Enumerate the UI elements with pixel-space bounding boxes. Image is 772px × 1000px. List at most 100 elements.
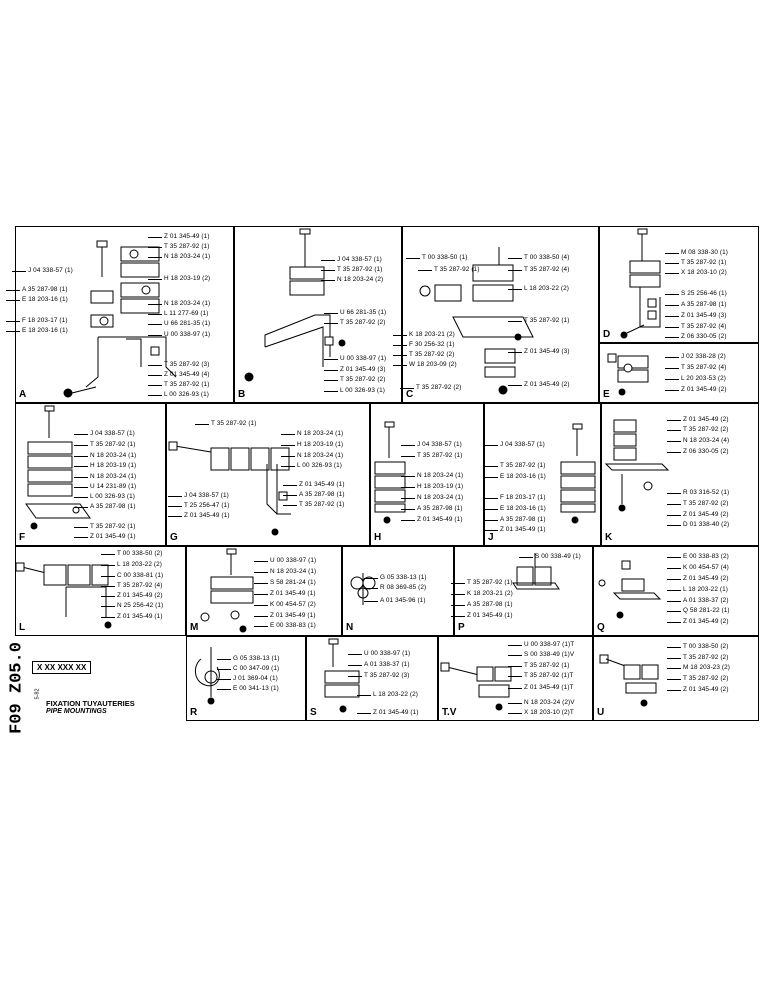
panel-q: Q (593, 546, 759, 636)
panel-letter: B (238, 389, 246, 400)
part-label: K 00 454-57 (2) (254, 601, 316, 608)
stud-clamp-drawing-s (324, 638, 360, 713)
clamp-with-nuts-drawing-m (200, 548, 254, 633)
horizontal-clamp-bracket-drawing-g (168, 441, 291, 536)
part-label: A 35 287-98 (1) (283, 491, 345, 498)
part-label: Z 01 345-49 (1) (74, 533, 136, 540)
panel-f: F (15, 403, 166, 546)
part-label: E 00 341-13 (1) (217, 685, 279, 692)
part-label: H 18 203-19 (1) (280, 441, 344, 448)
part-label: L 18 203-22 (1) (667, 586, 728, 593)
part-label: Z 01 345-49 (2) (667, 511, 729, 518)
part-label: T 35 287-92 (1) (664, 259, 727, 266)
part-label: T 35 287-92 (1) (282, 501, 345, 508)
panel-letter: J (488, 532, 494, 543)
part-label: C 00 338-81 (1) (100, 572, 164, 579)
panel-j: J (484, 403, 601, 546)
panel-p: P (454, 546, 593, 636)
panel-letter: S (310, 707, 317, 718)
part-label: Z 06 330-05 (2) (667, 448, 729, 455)
part-label: N 25 256-42 (1) (100, 602, 164, 609)
part-label: Z 01 345-49 (2) (667, 575, 729, 582)
part-label: Z 01 345-49 (3) (508, 348, 570, 355)
part-label: Z 01 345-49 (2) (667, 618, 729, 625)
part-label: Z 06 330-05 (2) (665, 333, 727, 340)
triple-clamp-drawing-h (374, 421, 406, 524)
panel-letter: Q (597, 622, 605, 633)
part-label: Z 01 345-49 (2) (667, 416, 729, 423)
part-label: U 00 338-97 (1) (253, 557, 317, 564)
part-label: H 18 203-19 (1) (400, 483, 464, 490)
part-label: Z 01 345-49 (3) (665, 312, 727, 319)
panel-r: R (186, 636, 306, 721)
panel-g: G (166, 403, 370, 546)
part-label: S 00 338-49 (1)V (507, 651, 575, 658)
part-label: T 35 287-92 (1) (194, 420, 257, 427)
part-label: X 18 203-10 (2) (665, 269, 727, 276)
part-label: M 18 203-23 (2) (667, 664, 730, 671)
part-label: L 20 203-53 (2) (665, 375, 726, 382)
part-label: Z 01 345-49 (4) (148, 371, 210, 378)
part-label: N 18 203-24 (1) (73, 452, 137, 459)
document-number-text: F09 Z05.0 (7, 642, 27, 734)
part-label: L 11 277-69 (1) (148, 310, 209, 317)
part-label: N 18 203-24 (1) (400, 494, 464, 501)
part-label: Z 01 345-49 (2) (665, 386, 727, 393)
part-label: F 30 256-32 (1) (393, 341, 455, 348)
part-label: T 35 287-92 (2) (666, 675, 729, 682)
panel-letter: N (346, 622, 354, 633)
part-label: L 00 326-93 (1) (281, 462, 342, 469)
panel-c: C (402, 226, 599, 403)
part-label: U 00 338-97 (1) (323, 355, 387, 362)
part-label: T 35 287-92 (2) (666, 654, 729, 661)
panel-letter: A (19, 389, 27, 400)
part-label: J 04 338-57 (1) (74, 430, 135, 437)
bracket-clamp-drawing-b (244, 228, 346, 382)
panel-b: B (234, 226, 402, 403)
part-label: N 18 203-24 (2)V (508, 699, 575, 706)
part-label: T 35 287-92 (1) (73, 441, 136, 448)
part-label: G 05 338-13 (1) (364, 574, 427, 581)
title-block: 5-82 FIXATION TUYAUTERIES PIPE MOUNTINGS (30, 683, 180, 715)
part-label: T 35 287-92 (2) (666, 500, 729, 507)
part-label: T 35 287-92 (1) (320, 266, 383, 273)
part-label: F 18 203-17 (1) (6, 317, 68, 324)
part-label: N 18 203-24 (1) (280, 430, 344, 437)
part-label: Z 01 345-49 (1) (254, 612, 316, 619)
part-label: A 01 338-37 (1) (348, 661, 410, 668)
part-label: T 35 287-92 (1) (507, 662, 570, 669)
part-label: T 35 287-92 (2) (399, 384, 462, 391)
part-label: T 35 287-92 (1) (507, 317, 570, 324)
part-label: X 18 203-10 (2)T (508, 709, 574, 716)
part-label: J 01 369-04 (1) (217, 675, 278, 682)
part-label: E 00 338-83 (2) (667, 553, 729, 560)
panel-letter: T.V (442, 707, 457, 718)
part-label: Z 01 345-49 (1) (451, 612, 513, 619)
part-label: Z 01 345-49 (2) (667, 686, 729, 693)
panel-e: E (599, 343, 759, 403)
panel-tv: T.V (438, 636, 593, 721)
part-label: T 35 287-92 (3) (347, 672, 410, 679)
title-french: FIXATION TUYAUTERIES (46, 699, 135, 708)
part-label: F 18 203-17 (1) (484, 494, 546, 501)
part-label: R 08 369-85 (2) (363, 584, 427, 591)
part-label: T 35 287-92 (1) (147, 381, 210, 388)
pipe-clamp-stack-drawing-a (63, 240, 177, 398)
part-label: E 18 203-16 (1) (484, 505, 546, 512)
plate-clamp-drawing-k (604, 419, 670, 512)
panel-l: L (15, 546, 186, 636)
part-label: U 00 338-97 (1) (147, 331, 211, 338)
part-label: T 35 287-92 (2) (666, 426, 729, 433)
angled-clamp-drawing-tv (440, 662, 512, 711)
panel-m: M (186, 546, 342, 636)
part-label: T 00 338-50 (4) (507, 254, 570, 261)
title-side-code: 5-82 (34, 688, 41, 700)
part-label: T 35 287-92 (2) (323, 376, 386, 383)
part-label: J 04 338-57 (1) (321, 256, 382, 263)
angle-bracket-clamp-drawing-d (620, 228, 661, 339)
part-label: J 04 338-57 (1) (484, 441, 545, 448)
part-label: U 66 281-35 (1) (323, 309, 387, 316)
panel-letter: H (374, 532, 382, 543)
part-label: L 00 326-93 (1) (148, 391, 209, 398)
